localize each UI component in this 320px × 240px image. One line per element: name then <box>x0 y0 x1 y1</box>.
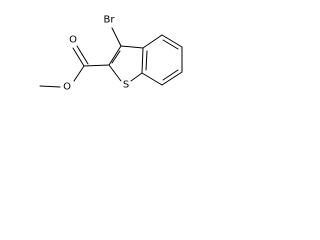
bond-c4-c5 <box>161 34 183 48</box>
chemical-structure: Br S O O <box>39 15 183 93</box>
bond-c6-c7-double <box>162 69 179 81</box>
bond-carbonyl-o-ester <box>73 65 85 82</box>
atom-carbonyl-oxygen: O <box>69 35 77 46</box>
bond-c6-c7 <box>161 71 183 86</box>
bond-c2-c3 <box>108 45 122 66</box>
bond-c3a-c4 <box>142 34 163 49</box>
atom-bromine: Br <box>104 15 116 26</box>
bond-c3a-c7a <box>141 47 144 74</box>
bond-c3-c3a <box>120 45 144 49</box>
bond-s1-c7a <box>130 72 143 82</box>
bond-carbonyl-o-double-a <box>72 47 85 67</box>
atom-sulfur: S <box>123 80 129 91</box>
bond-c7-c7a <box>141 72 163 86</box>
bond-c2-s1 <box>108 64 122 82</box>
bond-carbonyl-o-double-b <box>76 45 89 65</box>
bond-o-methyl <box>39 85 61 88</box>
bond-c2-c3-double <box>111 50 121 64</box>
bond-c3-br <box>111 27 122 47</box>
bond-c2-carbonyl <box>83 64 110 67</box>
atom-ester-oxygen: O <box>63 82 71 93</box>
bond-c4-c5-double <box>162 39 179 50</box>
bond-c3a-c7a-double <box>145 50 148 71</box>
